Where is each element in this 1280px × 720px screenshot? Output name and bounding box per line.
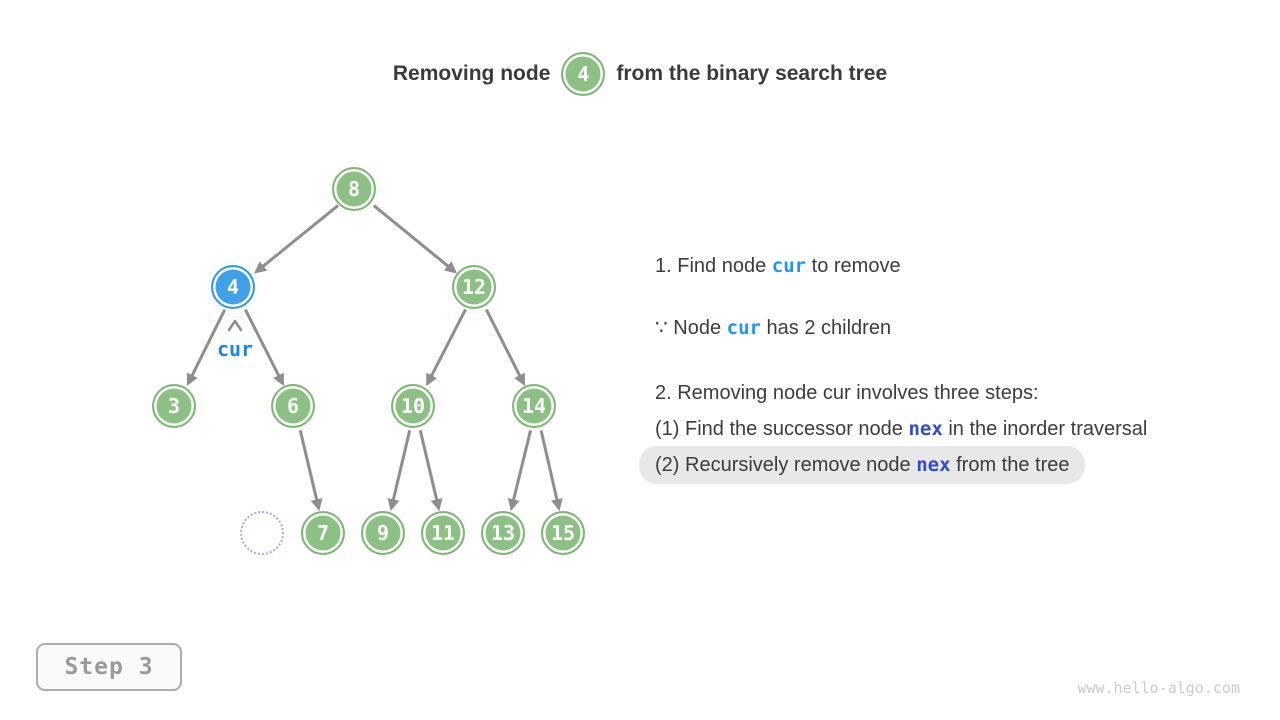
tree-node-14: 14 xyxy=(512,384,556,428)
note-line: (1) Find the successor node nex in the i… xyxy=(655,418,1148,440)
note-line: 2. Removing node cur involves three step… xyxy=(655,382,1039,404)
tree-edge xyxy=(387,430,412,512)
tree-node-10: 10 xyxy=(391,384,435,428)
tree-edge xyxy=(372,204,457,274)
title-suffix: from the binary search tree xyxy=(616,62,888,85)
title-node-circle: 4 xyxy=(561,52,606,96)
tree-node-4: 4 xyxy=(211,265,255,309)
code-token-cur: cur xyxy=(726,317,761,339)
caret-up-icon xyxy=(227,319,243,332)
tree-edge xyxy=(507,429,533,512)
tree-edge xyxy=(418,430,443,512)
tree-node-11: 11 xyxy=(421,511,465,555)
step-badge: Step 3 xyxy=(36,643,182,691)
step-badge-label: Step 3 xyxy=(64,654,154,680)
tree-node-3: 3 xyxy=(152,384,196,428)
tree-node-7: 7 xyxy=(301,511,345,555)
tree-node-13: 13 xyxy=(481,511,525,555)
title-node-value: 4 xyxy=(577,62,590,86)
tree-node-15: 15 xyxy=(541,511,585,555)
ghost-node-circle xyxy=(240,511,284,555)
tree-edge xyxy=(485,308,526,387)
tree-node-12: 12 xyxy=(452,265,496,309)
note-line: ∵ Node cur has 2 children xyxy=(655,317,892,339)
tree-edge xyxy=(298,430,323,512)
tree-edge xyxy=(254,204,340,274)
cur-pointer-label: cur xyxy=(216,337,254,361)
code-token-nex: nex xyxy=(908,418,943,440)
tree-edge xyxy=(425,308,467,387)
explanation-panel: 1. Find node cur to remove ∵ Node cur has… xyxy=(639,253,1148,484)
code-token-cur: cur xyxy=(771,255,807,277)
note-line: 1. Find node cur to remove xyxy=(655,255,901,277)
watermark: www.hello-algo.com xyxy=(1077,679,1240,697)
page-title: Removing node 4 from the binary search t… xyxy=(0,52,1280,96)
tree-edge xyxy=(539,430,563,512)
note-line-highlighted: (2) Recursively remove node nex from the… xyxy=(639,446,1086,484)
title-prefix: Removing node xyxy=(392,62,551,85)
tree-node-8: 8 xyxy=(332,167,376,211)
tree-node-6: 6 xyxy=(271,384,315,428)
code-token-nex: nex xyxy=(916,454,951,476)
tree-node-9: 9 xyxy=(361,511,405,555)
